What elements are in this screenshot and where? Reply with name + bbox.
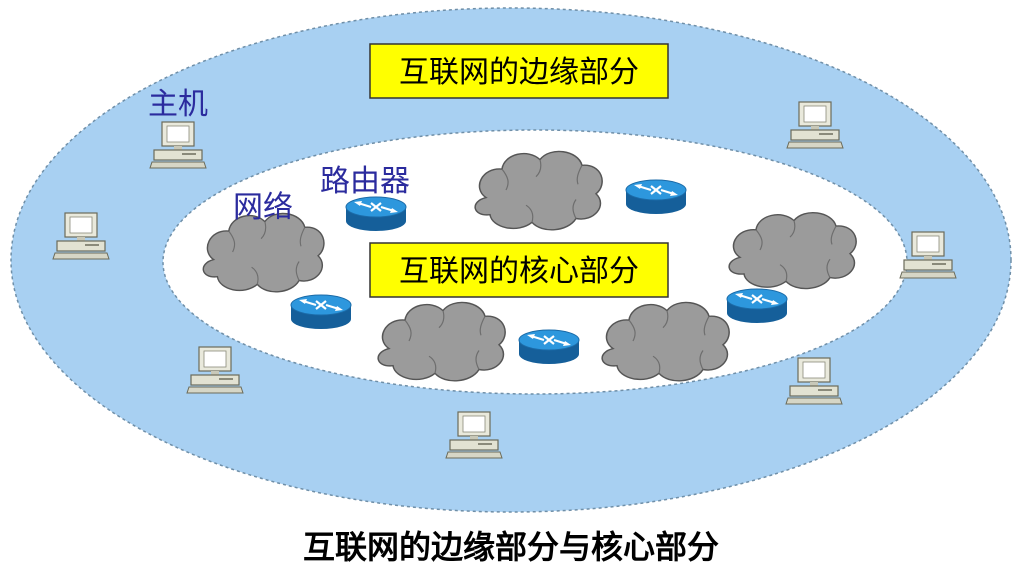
edge-title: 互联网的边缘部分 [399, 55, 639, 90]
router-icon [344, 195, 408, 233]
figure-caption: 互联网的边缘部分与核心部分 [303, 528, 719, 566]
router-icon [725, 287, 789, 325]
router-icon [624, 178, 688, 216]
network-label: 网络 [233, 190, 293, 225]
core-title-box: 互联网的核心部分 [369, 242, 669, 298]
router-icon [517, 328, 581, 366]
router-icon [289, 293, 353, 331]
router-label: 路由器 [320, 164, 410, 199]
host-label: 主机 [148, 87, 208, 122]
core-title: 互联网的核心部分 [399, 254, 639, 289]
edge-title-box: 互联网的边缘部分 [369, 43, 669, 99]
